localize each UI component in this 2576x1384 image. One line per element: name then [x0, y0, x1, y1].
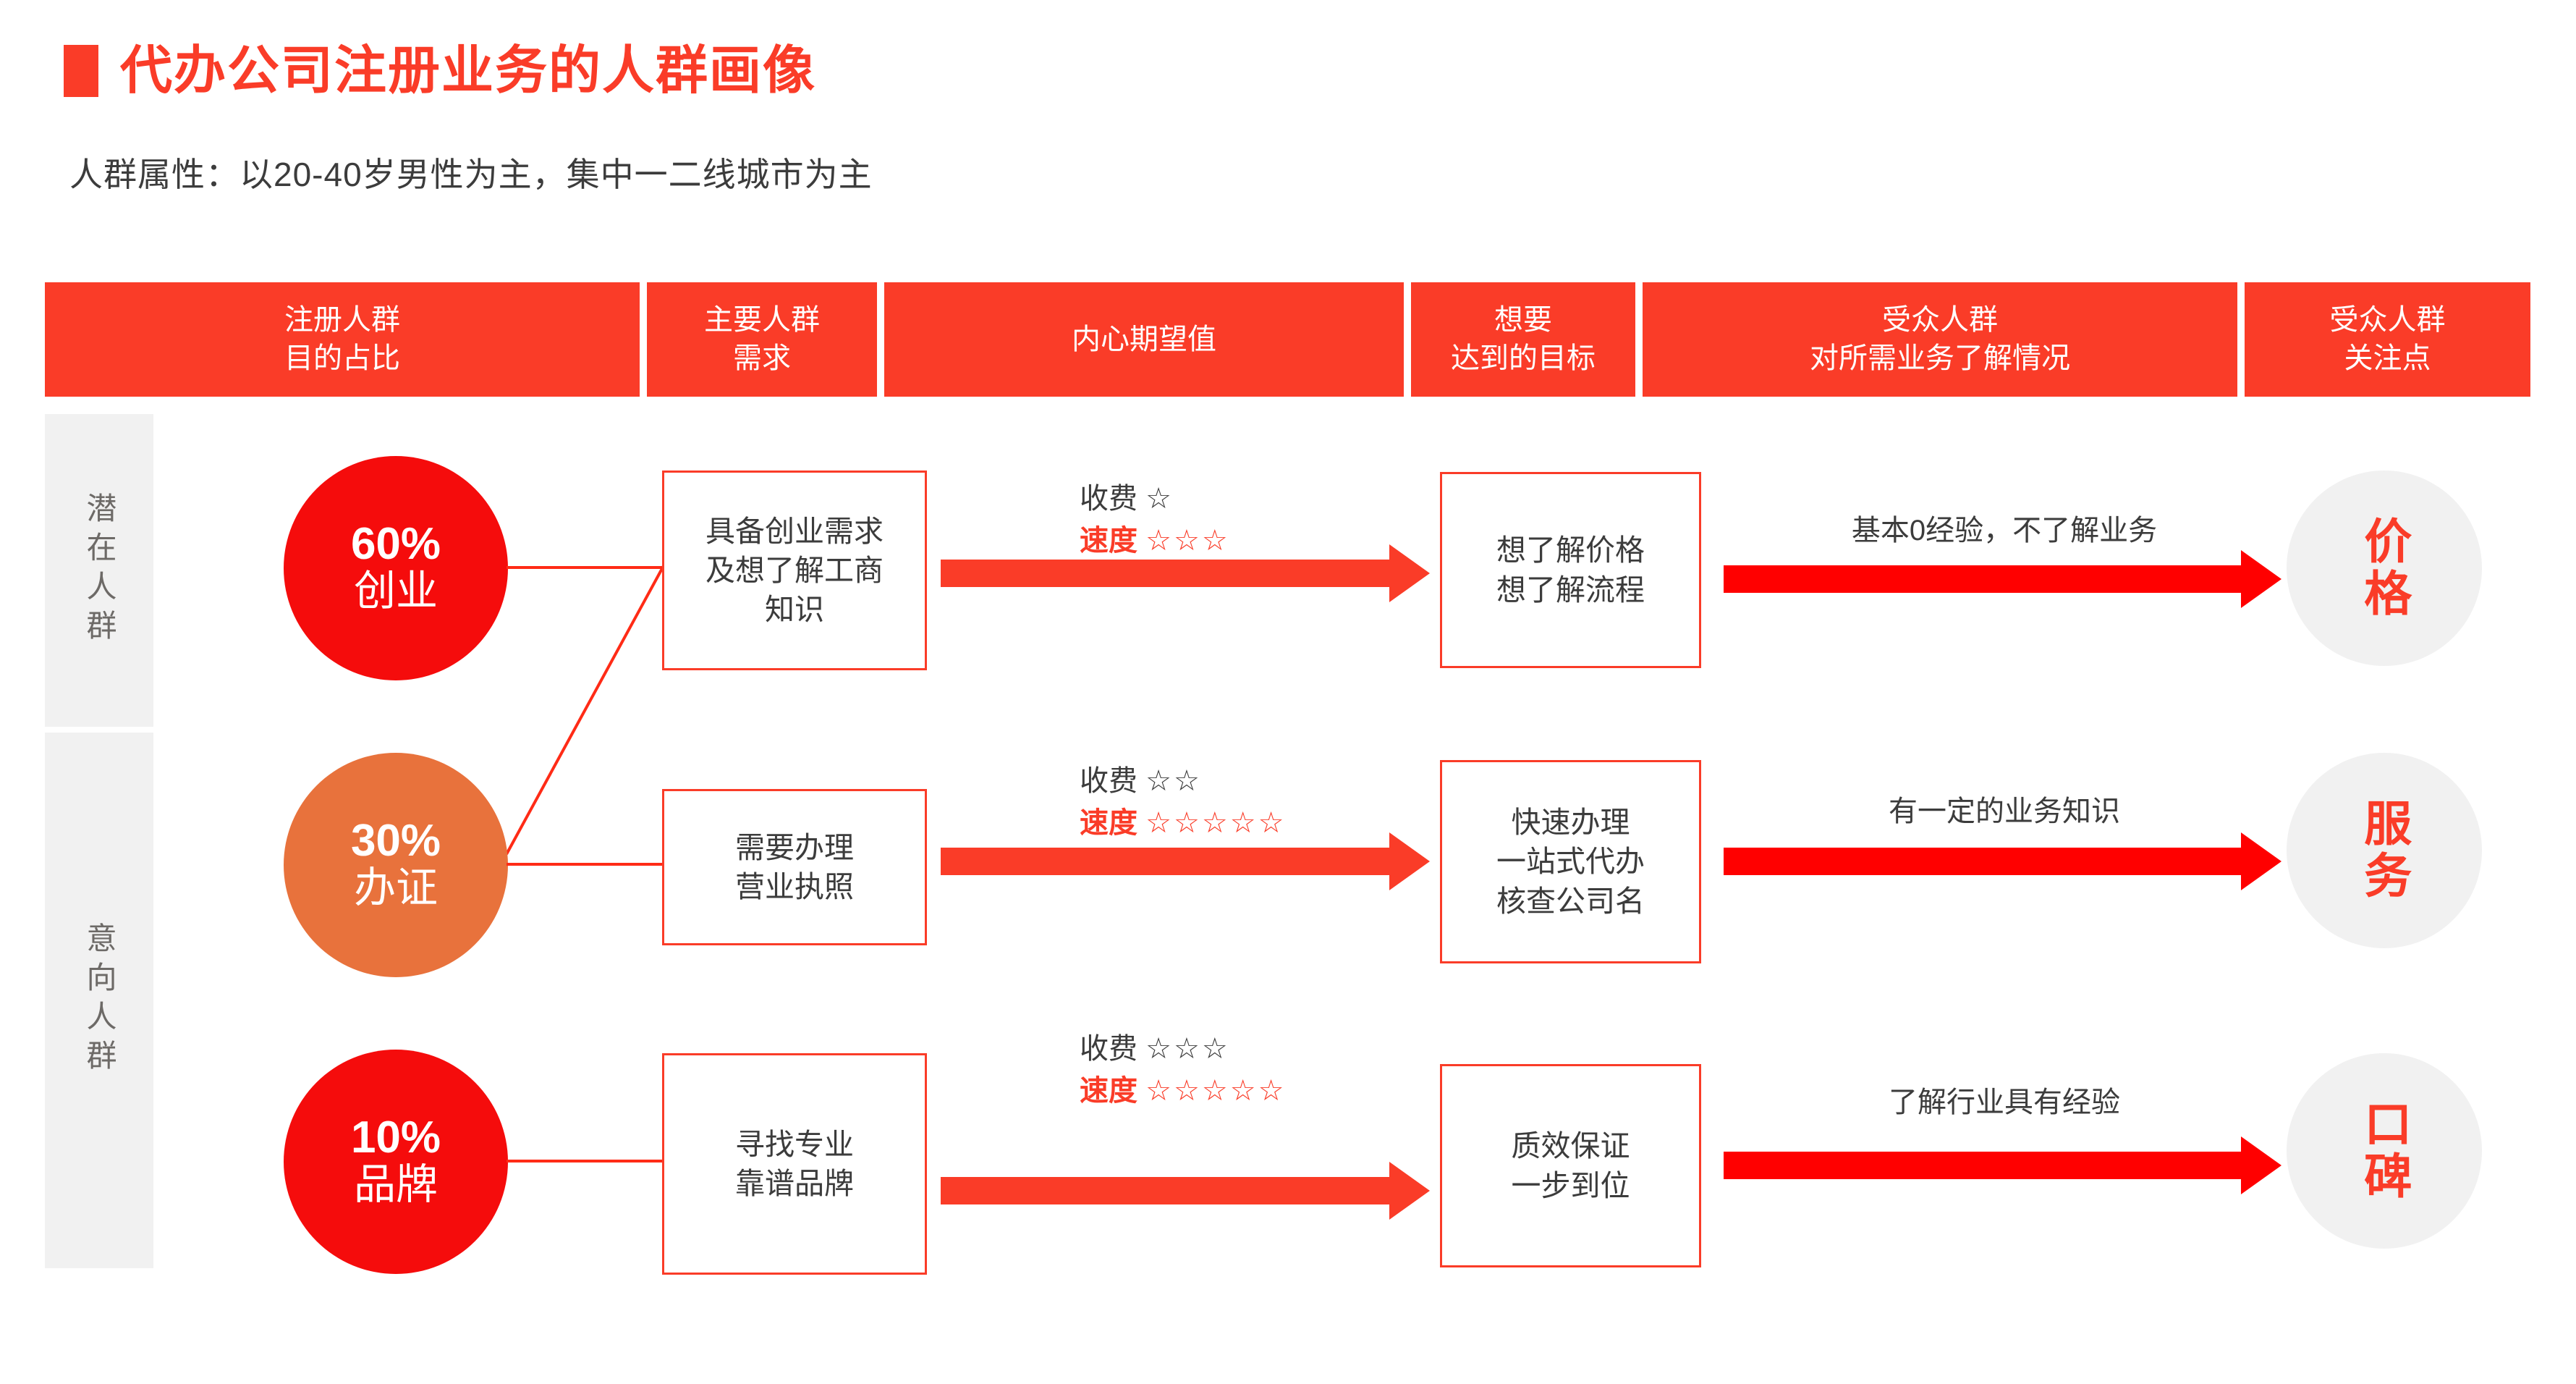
speed-stars: ☆☆☆ — [1145, 525, 1230, 557]
page-subtitle: 人群属性：以20-40岁男性为主，集中一二线城市为主 — [69, 156, 873, 193]
expectation-row3: 收费 ☆☆☆ 速度 ☆☆☆☆☆ — [1080, 1028, 1286, 1112]
arrow-head — [1389, 544, 1430, 602]
header-cell-registration-share: 注册人群 目的占比 — [45, 282, 640, 397]
arrow-shaft — [1724, 1152, 2241, 1179]
header-line1: 受众人群 — [2329, 304, 2446, 337]
focus-text: 服务 — [2357, 798, 2412, 903]
header-line2: 对所需业务了解情况 — [1810, 342, 2070, 374]
fee-stars: ☆ — [1145, 483, 1174, 515]
sidebar-group-label: 意向人群 — [82, 922, 117, 1079]
percent-segment: 创业 — [353, 567, 438, 615]
goal-text: 快速办理 一站式代办 核查公司名 — [1496, 806, 1645, 918]
arrow-head — [1389, 832, 1430, 890]
header-line2: 达到的目标 — [1451, 342, 1596, 374]
percent-value: 60% — [350, 519, 441, 570]
goal-box-row1: 想了解价格 想了解流程 — [1440, 472, 1701, 668]
expectation-arrow-row3 — [941, 1162, 1430, 1220]
fee-label: 收费 — [1080, 483, 1137, 515]
goal-box-row3: 质效保证 一步到位 — [1440, 1064, 1701, 1267]
knowledge-text-row1: 基本0经验，不了解业务 — [1851, 515, 2158, 547]
header-line1: 内心期望值 — [1072, 323, 1216, 355]
knowledge-arrow-row3 — [1724, 1136, 2281, 1194]
goal-text: 质效保证 一步到位 — [1511, 1129, 1630, 1202]
need-box-row2: 需要办理 营业执照 — [662, 789, 927, 945]
speed-label: 速度 — [1080, 1075, 1137, 1107]
arrow-head — [1389, 1162, 1430, 1220]
expectation-row1: 收费 ☆ 速度 ☆☆☆ — [1080, 478, 1230, 562]
header-cell-knowledge: 受众人群 对所需业务了解情况 — [1643, 282, 2237, 397]
square-bullet-icon — [64, 45, 98, 97]
arrow-shaft — [1724, 848, 2241, 875]
header-line2: 目的占比 — [284, 342, 400, 374]
arrow-shaft — [941, 1177, 1389, 1204]
percent-segment: 品牌 — [353, 1161, 438, 1209]
connector-row1-diagonal — [505, 564, 666, 855]
focus-circle-row1: 价格 — [2287, 471, 2482, 666]
arrow-head — [2241, 832, 2281, 890]
expectation-arrow-row2 — [941, 832, 1430, 890]
header-bar: 注册人群 目的占比 主要人群 需求 内心期望值 想要 达到的目标 受众人群 对所… — [45, 282, 2530, 397]
need-box-row1: 具备创业需求 及想了解工商 知识 — [662, 471, 927, 670]
need-text: 寻找专业 靠谱品牌 — [735, 1127, 854, 1200]
speed-stars: ☆☆☆☆☆ — [1145, 807, 1287, 839]
header-line1: 想要 — [1494, 304, 1552, 337]
need-text: 具备创业需求 及想了解工商 知识 — [706, 514, 884, 627]
goal-text: 想了解价格 想了解流程 — [1496, 533, 1645, 607]
percent-circle-row1: 60% 创业 — [284, 456, 508, 680]
knowledge-arrow-row2 — [1724, 832, 2281, 890]
focus-circle-row3: 口碑 — [2287, 1053, 2482, 1249]
sidebar-group-intent: 意向人群 — [45, 733, 153, 1268]
page-title: 代办公司注册业务的人群画像 — [120, 42, 817, 100]
connector-row3-horizontal — [507, 1160, 662, 1163]
fee-label: 收费 — [1080, 1033, 1137, 1065]
need-box-row3: 寻找专业 靠谱品牌 — [662, 1053, 927, 1275]
focus-text: 口碑 — [2357, 1099, 2412, 1203]
focus-circle-row2: 服务 — [2287, 753, 2482, 948]
fee-label: 收费 — [1080, 765, 1137, 797]
header-line2: 关注点 — [2344, 342, 2431, 374]
arrow-shaft — [1724, 565, 2241, 593]
arrow-head — [2241, 1136, 2281, 1194]
arrow-head — [2241, 550, 2281, 608]
fee-stars: ☆☆ — [1145, 765, 1202, 797]
sidebar-group-potential: 潜在人群 — [45, 414, 153, 727]
knowledge-text-row3: 了解行业具有经验 — [1889, 1086, 2120, 1118]
focus-text: 价格 — [2357, 516, 2412, 620]
header-line1: 受众人群 — [1882, 304, 1998, 337]
knowledge-arrow-row1 — [1724, 550, 2281, 608]
expectation-row2: 收费 ☆☆ 速度 ☆☆☆☆☆ — [1080, 760, 1286, 844]
expectation-arrow-row1 — [941, 544, 1430, 602]
speed-label: 速度 — [1080, 807, 1137, 839]
connector-row1-horizontal — [507, 566, 662, 569]
speed-stars: ☆☆☆☆☆ — [1145, 1075, 1287, 1107]
header-cell-expectation: 内心期望值 — [884, 282, 1404, 397]
knowledge-text-row2: 有一定的业务知识 — [1889, 796, 2120, 827]
arrow-shaft — [941, 560, 1389, 587]
header-cell-main-need: 主要人群 需求 — [647, 282, 877, 397]
sidebar-group-label: 潜在人群 — [82, 492, 117, 649]
percent-value: 30% — [350, 816, 441, 866]
speed-label: 速度 — [1080, 525, 1137, 557]
arrow-shaft — [941, 848, 1389, 875]
percent-circle-row2: 30% 办证 — [284, 753, 508, 977]
header-cell-focus: 受众人群 关注点 — [2245, 282, 2530, 397]
connector-row2-horizontal — [507, 863, 662, 866]
percent-circle-row3: 10% 品牌 — [284, 1050, 508, 1274]
percent-segment: 办证 — [353, 864, 438, 912]
header-line2: 需求 — [733, 342, 791, 374]
percent-value: 10% — [350, 1113, 441, 1163]
header-cell-goal: 想要 达到的目标 — [1411, 282, 1635, 397]
need-text: 需要办理 营业执照 — [735, 830, 854, 903]
page-title-row: 代办公司注册业务的人群画像 — [64, 45, 816, 97]
header-line1: 主要人群 — [704, 304, 820, 337]
fee-stars: ☆☆☆ — [1145, 1033, 1230, 1065]
goal-box-row2: 快速办理 一站式代办 核查公司名 — [1440, 760, 1701, 963]
header-line1: 注册人群 — [284, 304, 400, 337]
